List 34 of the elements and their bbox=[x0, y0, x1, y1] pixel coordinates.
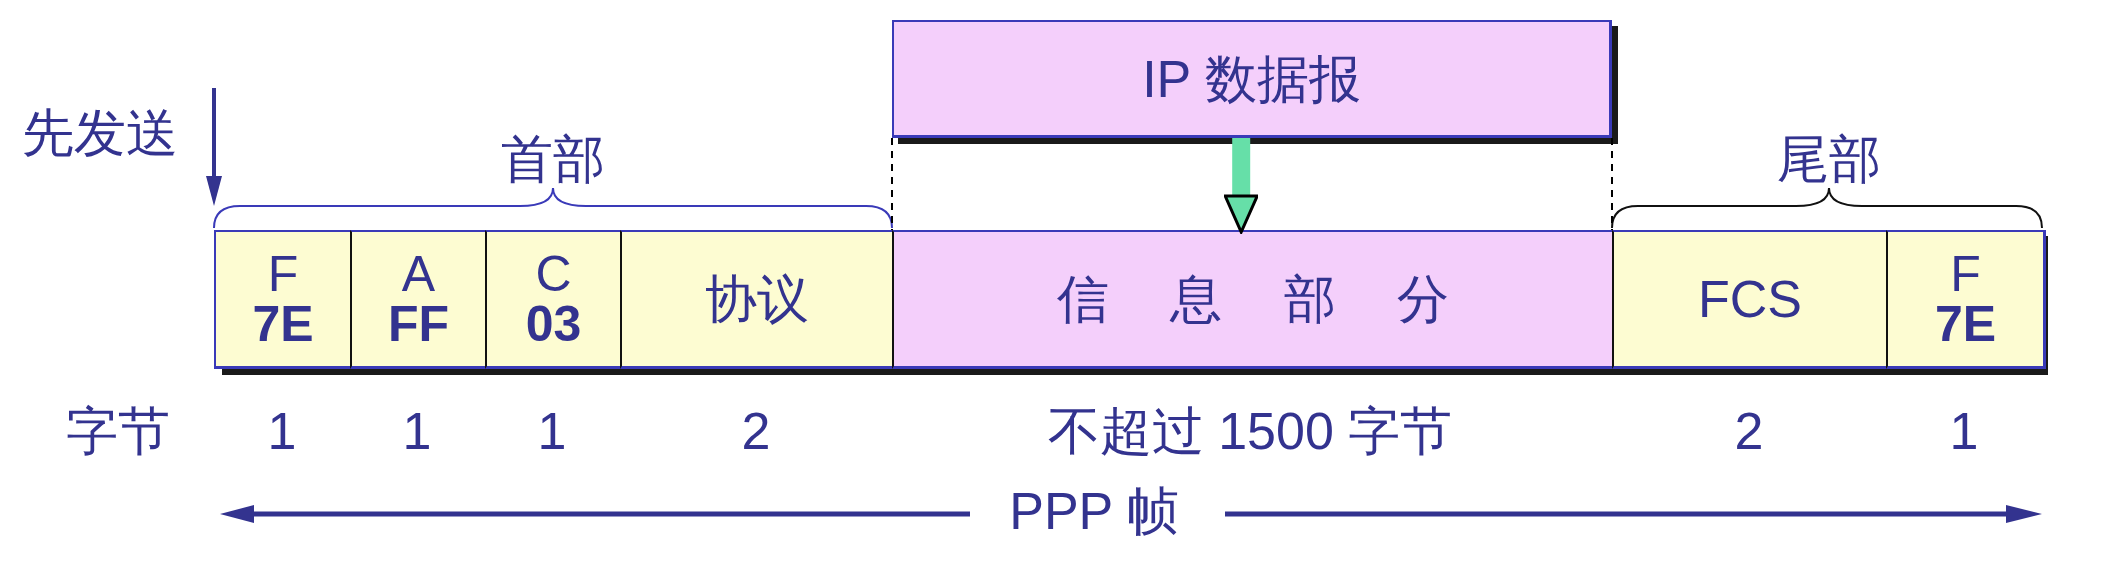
label-text: 1 bbox=[402, 403, 432, 461]
frame-field bbox=[620, 230, 892, 369]
label-text: 先发送 bbox=[22, 105, 178, 163]
frame-field bbox=[1612, 230, 1886, 369]
field-text: F bbox=[267, 249, 299, 299]
label-text: 2 bbox=[741, 403, 771, 461]
field-text: F bbox=[1950, 249, 1981, 299]
label-text: 1 bbox=[537, 403, 567, 461]
label-text: 1 bbox=[267, 403, 297, 461]
guide-line bbox=[1611, 137, 1613, 231]
field-text: C bbox=[535, 249, 572, 299]
field-text: IP 数据报 bbox=[1142, 52, 1361, 105]
field-text: 7E bbox=[252, 299, 314, 349]
frame-field bbox=[214, 230, 350, 369]
label-text: 不超过 1500 字节 bbox=[1047, 403, 1453, 461]
label-text: 尾部 bbox=[1777, 131, 1881, 189]
label-text: PPP 帧 bbox=[1009, 483, 1179, 541]
field-text: 7E bbox=[1934, 299, 1997, 349]
frame-field bbox=[350, 230, 485, 369]
field-text: 信 息 部 分 bbox=[1057, 273, 1449, 325]
guide-line bbox=[891, 137, 893, 231]
arrow bbox=[1223, 138, 1259, 234]
label-text: 2 bbox=[1734, 403, 1764, 461]
frame-field bbox=[1886, 230, 2046, 369]
field-text: FF bbox=[387, 299, 450, 349]
field-text: 协议 bbox=[705, 273, 809, 325]
field-text: A bbox=[401, 249, 436, 299]
frame-field bbox=[892, 230, 1612, 369]
field-text: FCS bbox=[1698, 273, 1802, 325]
label-text: 字节 bbox=[66, 403, 170, 461]
label-text: 1 bbox=[1949, 403, 1979, 461]
field-text: 03 bbox=[525, 299, 582, 349]
label-text: 首部 bbox=[501, 131, 605, 189]
frame-field bbox=[485, 230, 620, 369]
